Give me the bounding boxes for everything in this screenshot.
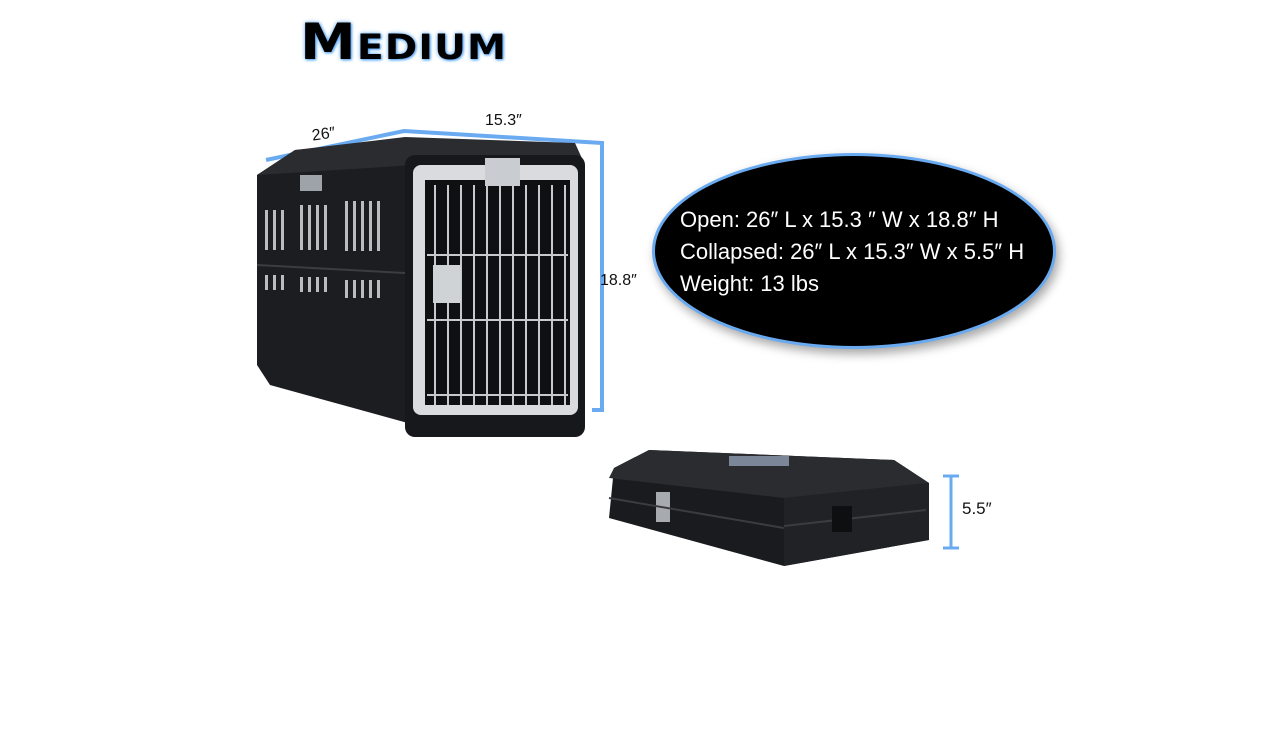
spec-open: Open: 26″ L x 15.3 ″ W x 18.8″ H [680,207,999,232]
collapsed-height-label: 5.5″ [962,499,992,518]
open-crate-image [255,125,605,440]
size-title: Medium [300,13,508,71]
spec-collapsed: Collapsed: 26″ L x 15.3″ W x 5.5″ H [680,239,1025,264]
spec-ellipse [652,153,1056,349]
collapsed-crate-image [604,448,934,568]
width-label: 15.3″ [485,112,522,129]
spec-text: Open: 26″ L x 15.3 ″ W x 18.8″ H Collaps… [680,204,1024,300]
spec-weight: Weight: 13 lbs [680,271,820,296]
height-label: 18.8″ [600,272,637,289]
